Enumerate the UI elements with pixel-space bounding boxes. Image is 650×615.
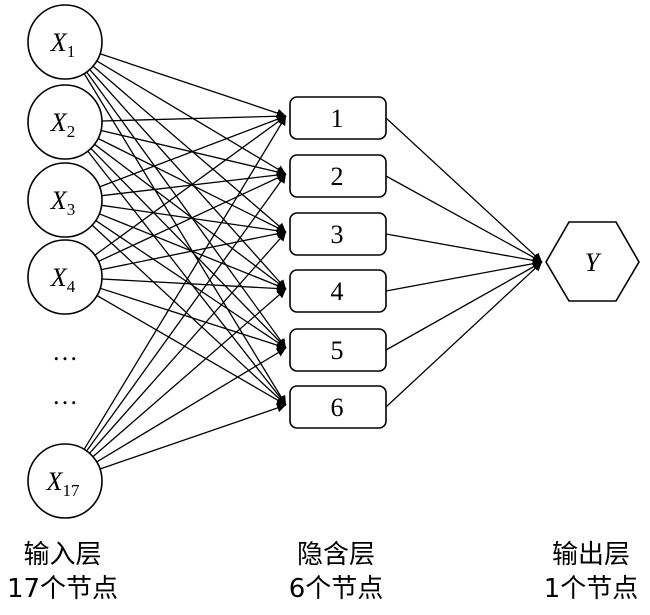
connection-input-1-to-hidden-4: [89, 69, 287, 290]
connection-input-2-to-hidden-4: [94, 143, 287, 290]
hidden-node-label: 2: [331, 162, 344, 191]
hidden-node-2: 2: [289, 154, 387, 198]
input-node-circle: [27, 443, 103, 519]
connection-input-5-to-hidden-4: [92, 288, 287, 458]
output-node-y: Y: [545, 221, 640, 302]
ellipsis-mark: …: [52, 337, 78, 366]
hidden-node-label: 3: [331, 220, 344, 249]
connection-hidden-5-to-output: [385, 261, 543, 351]
connection-input-4-to-hidden-2: [98, 173, 287, 262]
connection-input-5-to-hidden-2: [86, 173, 287, 452]
connection-input-5-to-hidden-3: [89, 231, 287, 454]
output-layer-caption: 输出层 1个节点: [532, 538, 650, 606]
hidden-layer-caption: 隐含层 6个节点: [276, 538, 396, 606]
connection-input-4-to-hidden-6: [96, 294, 287, 406]
connection-input-4-to-hidden-5: [100, 287, 287, 350]
input-node-label: X4: [50, 263, 76, 296]
connection-input-1-to-hidden-1: [99, 53, 287, 118]
input-layer-caption: 输入层 17个节点: [0, 538, 125, 606]
hidden-node-label: 5: [331, 336, 344, 365]
connection-input-2-to-hidden-6: [87, 150, 287, 406]
connection-input-1-to-hidden-5: [86, 71, 287, 349]
input-node-circle: [27, 4, 103, 80]
input-node-x3: X3: [27, 162, 103, 238]
hidden-node-6: 6: [289, 385, 387, 429]
input-node-label: X2: [50, 108, 75, 141]
connection-input-3-to-hidden-1: [99, 114, 287, 188]
output-node-label: Y: [585, 248, 602, 277]
hidden-layer-title: 隐含层: [296, 540, 375, 570]
connection-input-1-to-hidden-6: [83, 73, 287, 406]
hidden-node-4: 4: [289, 269, 387, 313]
input-ellipsis: ……: [52, 337, 78, 410]
connection-hidden-2-to-output: [385, 175, 543, 263]
connection-hidden-3-to-output: [385, 233, 543, 265]
input-node-x4: X4: [27, 239, 103, 315]
output-node-hexagon: [545, 221, 640, 302]
ellipsis-mark: …: [52, 381, 78, 410]
input-node-circle: [27, 84, 103, 160]
hidden-node-box: [289, 385, 387, 429]
connection-input-1-to-hidden-2: [96, 60, 287, 175]
connection-hidden-1-to-output: [385, 117, 543, 263]
hidden-node-box: [289, 154, 387, 198]
hidden-node-label: 4: [331, 277, 344, 306]
connection-input-5-to-hidden-1: [83, 115, 287, 450]
input-layer-count: 17个节点: [6, 574, 119, 604]
hidden-node-box: [289, 212, 387, 256]
hidden-node-box: [289, 269, 387, 313]
input-node-label: X17: [46, 467, 80, 500]
connection-input-3-to-hidden-2: [101, 170, 287, 197]
connection-input-4-to-hidden-1: [94, 115, 287, 256]
connection-input-5-to-hidden-6: [99, 403, 287, 470]
input-node-label: X1: [50, 28, 75, 61]
hidden-node-box: [289, 328, 387, 372]
input-node-x2: X2: [27, 84, 103, 160]
input-node-label: X3: [50, 186, 75, 219]
connection-input-4-to-hidden-3: [101, 229, 287, 271]
hidden-node-label: 1: [331, 104, 344, 133]
input-layer-title: 输入层: [23, 540, 102, 570]
connection-input-4-to-hidden-4: [101, 278, 287, 294]
output-layer: Y: [545, 221, 640, 302]
input-node-x17: X17: [27, 443, 103, 519]
hidden-node-1: 1: [289, 96, 387, 140]
output-layer-count: 1个节点: [543, 574, 639, 604]
input-node-circle: [27, 162, 103, 238]
input-node-x1: X1: [27, 4, 103, 80]
hidden-layer-count: 6个节点: [288, 574, 384, 604]
connection-input-3-to-hidden-6: [91, 224, 287, 406]
connection-input-2-to-hidden-1: [101, 111, 287, 122]
hidden-node-3: 3: [289, 212, 387, 256]
connection-hidden-6-to-output: [385, 261, 543, 408]
hidden-node-label: 6: [331, 393, 344, 422]
connection-input-1-to-hidden-3: [92, 65, 287, 233]
hidden-node-5: 5: [289, 328, 387, 372]
hidden-layer: 1 2 3 4 5 6: [289, 96, 387, 429]
hidden-node-box: [289, 96, 387, 140]
connection-input-2-to-hidden-5: [90, 147, 287, 349]
input-node-circle: [27, 239, 103, 315]
output-layer-title: 输出层: [551, 540, 630, 570]
connection-input-3-to-hidden-3: [101, 204, 287, 236]
connection-hidden-4-to-output: [385, 259, 543, 292]
connection-input-5-to-hidden-5: [96, 347, 287, 463]
connections: [83, 53, 543, 470]
